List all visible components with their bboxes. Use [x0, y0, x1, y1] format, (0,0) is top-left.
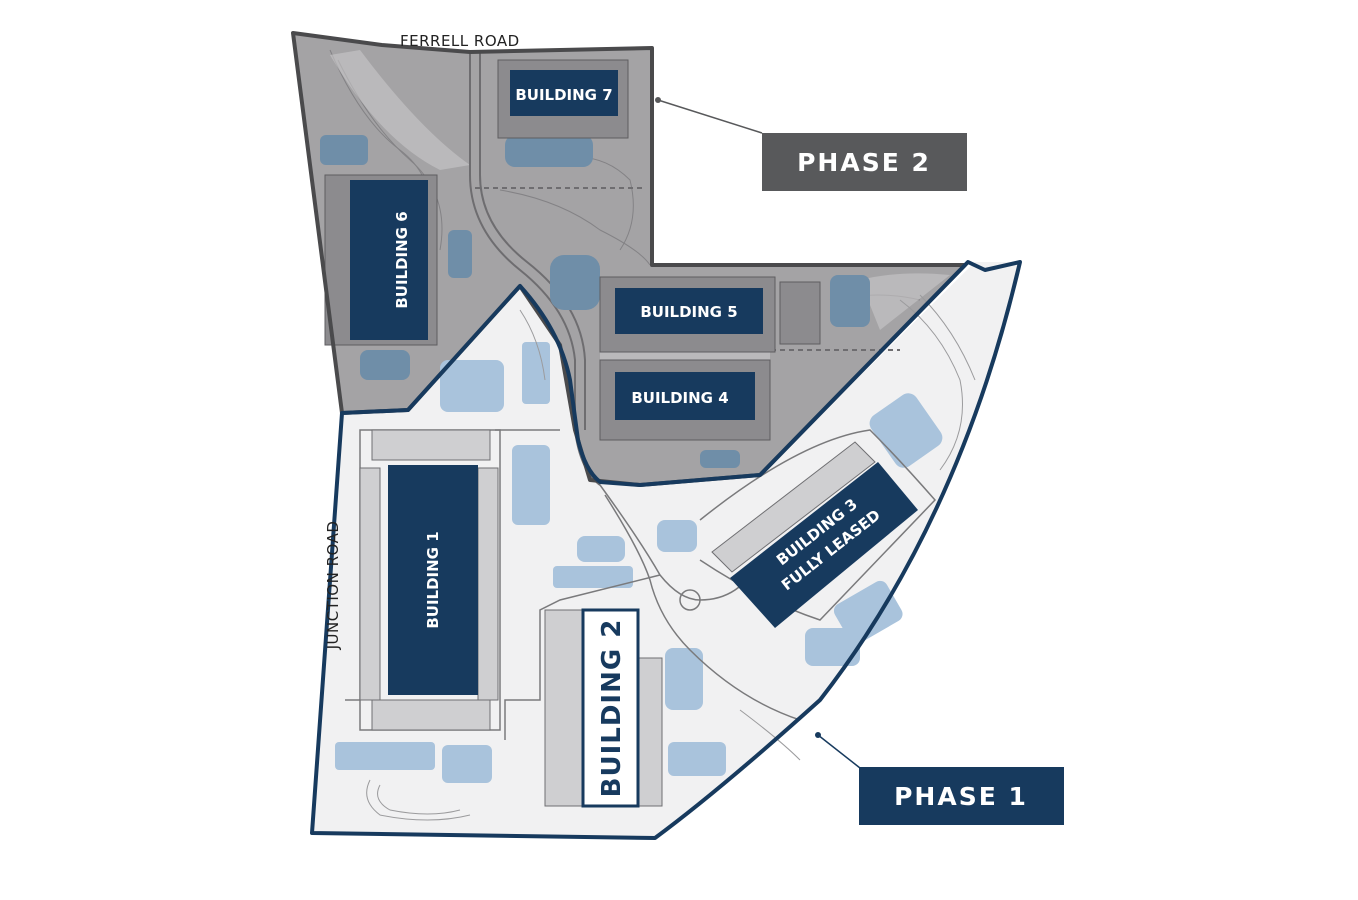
building-1-footprint — [388, 465, 478, 695]
phase1-boundary — [310, 260, 1022, 840]
building-6-label: BUILDING 6 — [393, 211, 411, 308]
phase2-label-box — [762, 133, 967, 191]
phase2-area — [293, 33, 965, 485]
building3-apron — [711, 441, 876, 573]
building-2: BUILDING 2 — [581, 608, 640, 808]
building-4: BUILDING 4 — [615, 372, 755, 420]
phase2-stipple — [330, 50, 950, 372]
phase2-leader-line — [657, 99, 763, 134]
building-3-footprint — [730, 462, 918, 628]
building-5-label: BUILDING 5 — [640, 303, 737, 321]
building-7-label: BUILDING 7 — [515, 86, 612, 104]
junction-road-label: JUNCTION ROAD — [324, 521, 342, 651]
ferrell-road-label: FERRELL ROAD — [400, 32, 520, 50]
building-1-label: BUILDING 1 — [424, 531, 442, 628]
building-7: BUILDING 7 — [510, 70, 618, 116]
phase2-ponds — [320, 135, 870, 468]
building-6: BUILDING 6 — [350, 180, 428, 340]
building-4-label: BUILDING 4 — [631, 389, 728, 407]
building-5-footprint — [615, 288, 763, 334]
building-2-footprint — [581, 608, 640, 808]
building-4-footprint — [615, 372, 755, 420]
phase2-label: PHASE 2 — [797, 148, 931, 177]
phase2-callout: PHASE 2 — [655, 97, 967, 191]
phase1-callout: PHASE 1 — [815, 732, 1064, 825]
phase1-label-box — [859, 767, 1064, 825]
phase1-ponds — [335, 342, 943, 783]
building-2-label: BUILDING 2 — [597, 619, 627, 798]
building-6-footprint — [350, 180, 428, 340]
phase1-label: PHASE 1 — [894, 782, 1028, 811]
building-5: BUILDING 5 — [615, 288, 763, 334]
building2-apron — [544, 609, 663, 807]
building1-apron — [359, 429, 499, 731]
phase1-leader-line — [817, 734, 861, 769]
building-1: BUILDING 1 — [388, 465, 478, 695]
building-7-footprint — [510, 70, 618, 116]
